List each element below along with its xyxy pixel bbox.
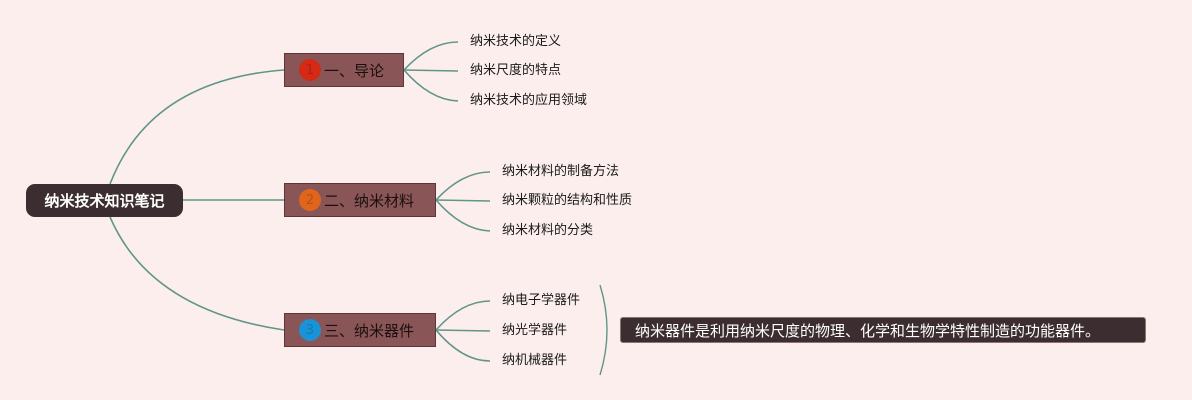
topic-2-branch-3 [435,199,491,232]
topic-1-branch-2 [403,69,459,72]
topic-node-nanodevices[interactable]: 3 三、纳米器件 [284,313,436,347]
number-badge-2: 2 [299,189,321,211]
root-to-topic-1-line [109,69,285,185]
leaf-node[interactable]: 纳米材料的制备方法 [502,164,620,179]
leaf-node[interactable]: 纳米尺度的特点 [470,63,562,78]
topic-3-branch-2 [435,329,491,332]
topic-3-branch-1 [435,300,491,331]
topic-label: 二、纳米材料 [324,191,415,210]
topic-node-introduction[interactable]: 1 一、导论 [284,53,404,87]
topic-1-branch-1 [403,41,459,71]
topic-label: 一、导论 [324,61,385,80]
leaf-node[interactable]: 纳米颗粒的结构和性质 [502,193,633,208]
number-badge-1: 1 [299,59,321,81]
leaf-node[interactable]: 纳机械器件 [502,353,568,368]
summary-bracket [599,284,608,376]
summary-box[interactable]: 纳米器件是利用纳米尺度的物理、化学和生物学特性制造的功能器件。 [620,317,1146,343]
leaf-node[interactable]: 纳米技术的应用领域 [470,93,588,108]
topic-label: 三、纳米器件 [324,321,415,340]
leaf-node[interactable]: 纳电子学器件 [502,293,581,308]
topic-2-branch-1 [435,171,491,201]
leaf-node[interactable]: 纳米技术的定义 [470,34,562,49]
number-badge-3: 3 [299,319,321,341]
topic-1-branch-3 [403,69,459,102]
topic-node-nanomaterials[interactable]: 2 二、纳米材料 [284,183,436,217]
topic-3-branch-3 [435,329,491,362]
leaf-node[interactable]: 纳光学器件 [502,323,568,338]
root-node[interactable]: 纳米技术知识笔记 [26,184,183,217]
topic-2-branch-2 [435,199,491,202]
leaf-node[interactable]: 纳米材料的分类 [502,223,594,238]
root-to-topic-3-line [109,216,285,331]
